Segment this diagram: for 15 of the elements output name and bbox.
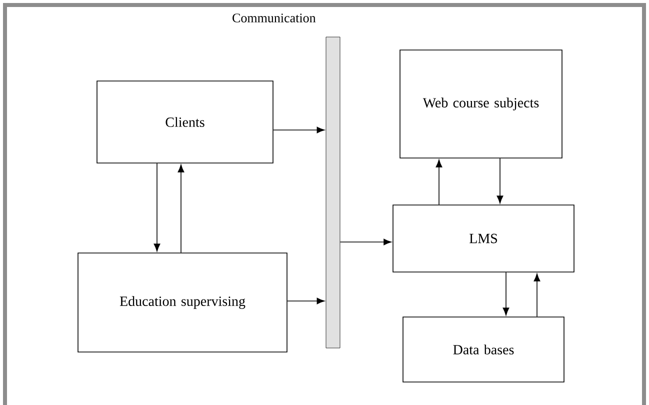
arrow (534, 274, 540, 317)
arrow (496, 158, 504, 204)
node-label: Communication (232, 14, 316, 22)
process-box: LMS (392, 204, 574, 272)
arrow (273, 126, 325, 134)
arrow (287, 298, 325, 304)
process-box: Web course subjects (400, 50, 562, 158)
arrow (340, 238, 392, 246)
process-box: Data bases (402, 316, 564, 382)
process-box: Education supervising (78, 252, 288, 352)
process-box: Clients (96, 80, 274, 164)
arrow (436, 160, 442, 205)
arrow (502, 272, 510, 316)
arrow (178, 164, 184, 253)
arrow (154, 163, 160, 252)
